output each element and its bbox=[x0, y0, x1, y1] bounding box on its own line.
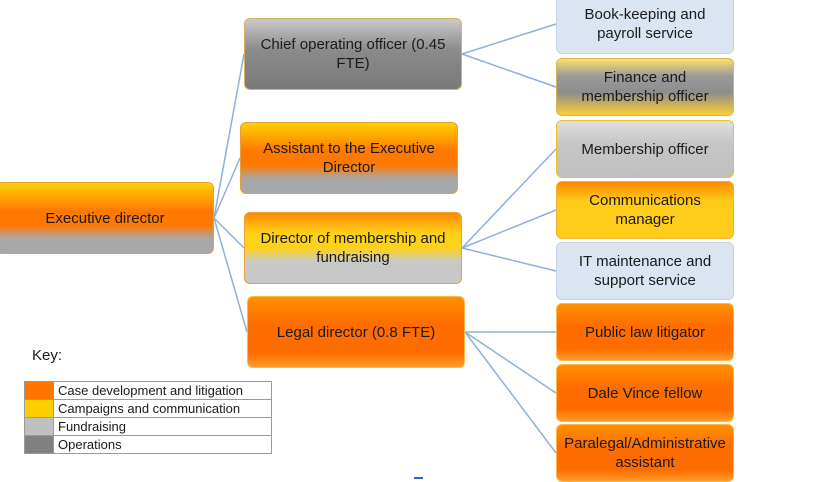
node-finance-membership-officer: Finance and membership officer bbox=[556, 58, 734, 116]
key-swatch-operations bbox=[24, 435, 54, 454]
node-membership-officer: Membership officer bbox=[556, 120, 734, 178]
key-swatch-campaigns bbox=[24, 399, 54, 418]
node-assistant-to-executive-director: Assistant to the Executive Director bbox=[240, 122, 458, 194]
key-swatch-fundraising bbox=[24, 417, 54, 436]
key-title: Key: bbox=[32, 347, 63, 364]
connector-exec-legal bbox=[213, 217, 248, 333]
connector-dmf-comms bbox=[461, 209, 557, 249]
key-label: Operations bbox=[53, 435, 272, 454]
node-executive-director: Executive director bbox=[0, 182, 214, 254]
key-row: Case development and litigation bbox=[24, 381, 272, 400]
node-paralegal-administrative-assistant: Paralegal/Administrative assistant bbox=[556, 424, 734, 482]
connector-exec-assist bbox=[213, 157, 241, 219]
node-legal-director: Legal director (0.8 FTE) bbox=[247, 296, 465, 368]
connector-dmf-it bbox=[461, 247, 557, 272]
key-label: Fundraising bbox=[53, 417, 272, 436]
connector-coo-book bbox=[461, 23, 557, 55]
node-it-maintenance-support-service: IT maintenance and support service bbox=[556, 242, 734, 300]
node-director-membership-fundraising: Director of membership and fundraising bbox=[244, 212, 462, 284]
key-swatch-case-development bbox=[24, 381, 54, 400]
key-row: Fundraising bbox=[24, 417, 272, 436]
key-row: Operations bbox=[24, 435, 272, 454]
key-row: Campaigns and communication bbox=[24, 399, 272, 418]
node-communications-manager: Communications manager bbox=[556, 181, 734, 239]
connector-legal-dvf bbox=[464, 331, 557, 394]
connector-legal-para bbox=[464, 331, 557, 454]
node-public-law-litigator: Public law litigator bbox=[556, 303, 734, 361]
connector-coo-fin bbox=[461, 53, 557, 88]
connector-exec-coo bbox=[213, 53, 245, 219]
key-label: Campaigns and communication bbox=[53, 399, 272, 418]
node-book-keeping-payroll-service: Book-keeping and payroll service bbox=[556, 0, 734, 54]
node-chief-operating-officer: Chief operating officer (0.45 FTE) bbox=[244, 18, 462, 90]
underline-marker bbox=[414, 477, 423, 479]
connector-dmf-mem bbox=[461, 148, 557, 249]
connector-exec-dmf bbox=[213, 217, 245, 249]
node-dale-vince-fellow: Dale Vince fellow bbox=[556, 364, 734, 422]
key-label: Case development and litigation bbox=[53, 381, 272, 400]
key-legend: Case development and litigation Campaign… bbox=[24, 381, 272, 454]
